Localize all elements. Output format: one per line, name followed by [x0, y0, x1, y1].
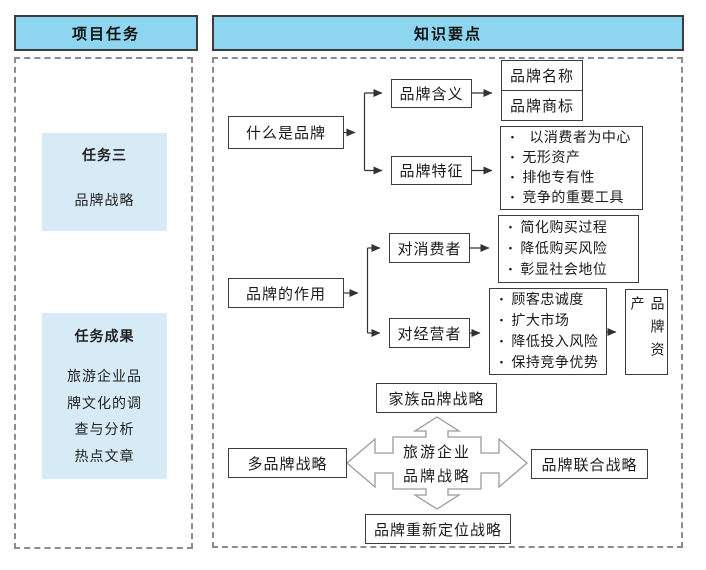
brand-alliance-strategy-box: 品牌联合战略 — [531, 449, 648, 479]
bullet-dot: · — [499, 354, 505, 371]
feature-item: 竞争的重要工具 — [522, 190, 624, 206]
results-card-line: 热点文章 — [74, 448, 135, 465]
bullet-dot: · — [510, 130, 516, 146]
results-card: 任务成果 旅游企业品 牌文化的调 查与分析 热点文章 — [42, 313, 167, 479]
brand-name-trademark-box: 品牌名称 品牌商标 — [501, 60, 583, 121]
feature-item: 无形资产 — [522, 150, 581, 166]
project-tasks-header: 项目任务 — [14, 15, 198, 51]
bullet-dot: · — [508, 219, 514, 236]
brand-name-cell: 品牌名称 — [509, 67, 574, 85]
bullet-dot: · — [510, 150, 516, 166]
results-card-title: 任务成果 — [74, 329, 135, 345]
for-operators-box: 对经营者 — [389, 318, 470, 348]
bullet-dot: · — [510, 190, 516, 206]
brand-meaning-box: 品牌含义 — [391, 79, 472, 108]
feature-item: 排他专有性 — [522, 170, 595, 186]
consumer-benefits-list: · 简化购买过程 · 降低购买风险 · 彰显社会地位 — [498, 215, 639, 283]
what-is-brand-box: 什么是品牌 — [228, 116, 344, 149]
consumer-benefit-item: 简化购买过程 — [520, 219, 608, 236]
results-card-line: 查与分析 — [74, 422, 135, 438]
task-card-name: 品牌战略 — [74, 193, 135, 209]
operator-benefit-item: 降低投入风险 — [511, 333, 599, 350]
knowledge-points-header: 知识要点 — [212, 15, 684, 51]
operator-benefits-list: · 顾客忠诚度 · 扩大市场 · 降低投入风险 · 保持竞争优势 — [489, 288, 607, 375]
tourism-brand-strategy-center: 旅游企业 品牌战略 — [377, 440, 497, 488]
for-consumers-box: 对消费者 — [389, 233, 470, 263]
brand-repositioning-strategy-box: 品牌重新定位战略 — [365, 514, 511, 544]
results-card-line: 牌文化的调 — [67, 395, 142, 412]
consumer-benefit-item: 降低购买风险 — [520, 240, 608, 257]
multi-brand-strategy-box: 多品牌战略 — [228, 448, 347, 478]
project-tasks-panel — [14, 57, 193, 549]
bullet-dot: · — [499, 312, 505, 329]
brand-features-list: · 以消费者为中心 · 无形资产 · 排他专有性 · 竞争的重要工具 — [500, 126, 643, 210]
brand-role-box: 品牌的作用 — [228, 278, 344, 308]
bullet-dot: · — [499, 291, 505, 308]
brand-equity-box: 品牌资产 — [625, 289, 668, 375]
tourism-brand-strategy-line1: 旅游企业 — [402, 443, 471, 461]
bullet-dot: · — [499, 333, 505, 350]
brand-trademark-cell: 品牌商标 — [502, 90, 582, 120]
operator-benefit-item: 顾客忠诚度 — [511, 291, 584, 308]
knowledge-points-panel — [212, 57, 683, 548]
brand-equity-label: 品牌资产 — [628, 296, 665, 365]
results-card-line: 旅游企业品 — [67, 369, 142, 385]
operator-benefit-item: 扩大市场 — [511, 312, 570, 329]
consumer-benefit-item: 彰显社会地位 — [520, 261, 608, 278]
bullet-dot: · — [508, 240, 514, 257]
tourism-brand-strategy-line2: 品牌战略 — [402, 467, 471, 485]
bullet-dot: · — [510, 170, 516, 186]
operator-benefit-item: 保持竞争优势 — [511, 354, 599, 371]
feature-item: 以消费者为中心 — [529, 130, 631, 146]
bullet-dot: · — [508, 261, 514, 278]
task-card: 任务三 品牌战略 — [42, 133, 167, 231]
family-brand-strategy-box: 家族品牌战略 — [376, 383, 497, 413]
brand-features-box: 品牌特征 — [391, 156, 472, 185]
task-card-title: 任务三 — [82, 148, 127, 164]
